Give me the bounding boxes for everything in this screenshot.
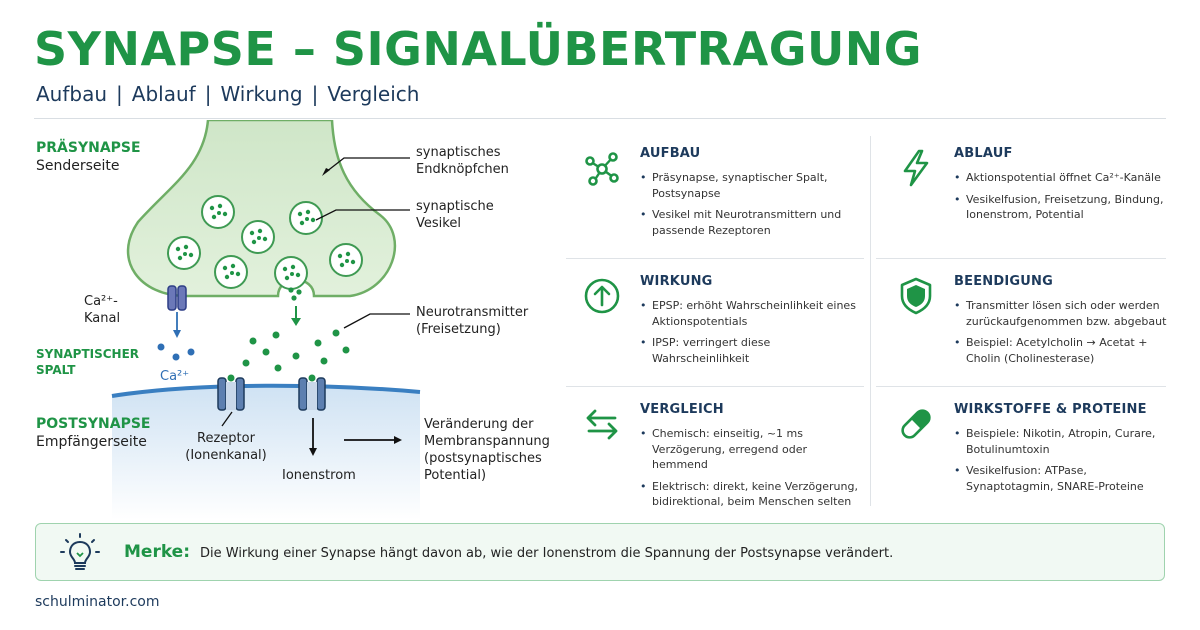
lightbulb-icon [60,533,100,570]
card-item: Vesikelfusion, Freisetzung, Bindung, Ion… [954,192,1172,223]
page-title: SYNAPSE – SIGNALÜBERTRAGUNG [34,22,923,76]
card-item: IPSP: verringert diese Wahrscheinlihkeit [640,335,858,366]
ca-ions [157,343,195,361]
merke-text: Die Wirkung einer Synapse hängt davon ab… [200,546,894,561]
card-item: Elektrisch: direkt, keine Verzögerung, b… [640,479,858,510]
ca-channel [167,285,187,311]
card-title: ABLAUF [954,146,1013,161]
neurotransmitters-in-cleft [242,329,350,372]
header-divider [34,118,1166,119]
ca-channel-label: Ca²⁺-Kanal [84,294,121,326]
synapse-illustration [111,118,421,520]
card-title: WIRKUNG [640,274,713,289]
card-item: Chemisch: einseitig, ~1 ms Verzögerung, … [640,426,858,473]
subtitle-ablauf: Ablauf [131,82,196,106]
subtitle-wirkung: Wirkung [220,82,303,106]
card-item: EPSP: erhöht Wahrscheinlihkeit eines Akt… [640,298,858,329]
subtitle-aufbau: Aufbau [36,82,108,106]
card-item: Vesikel mit Neurotransmittern und passen… [640,207,858,238]
grid-divider [566,258,864,259]
card-title: VERGLEICH [640,402,724,417]
card-item: Beispiel: Acetylcholin → Acetat + Cholin… [954,335,1172,366]
shield-icon [900,277,932,315]
grid-divider [876,386,1166,387]
ion-current-label: Ionenstrom [282,468,356,483]
postsynaptic-cell [112,385,420,520]
merke-box: Merke: Die Wirkung einer Synapse hängt d… [35,523,1165,581]
card-aufbau: AUFBAU Präsynapse, synaptischer Spalt, P… [566,134,866,256]
card-title: BEENDIGUNG [954,274,1053,289]
page-subtitle: Aufbau | Ablauf | Wirkung | Vergleich [36,82,419,106]
postsynapse-subtitle: Empfängerseite [36,434,147,450]
vesicle-contents [175,203,356,281]
ca-ion-label: Ca²⁺ [160,369,190,384]
card-item: Transmitter lösen sich oder werden zurüc… [954,298,1172,329]
molecule-icon [585,152,619,186]
card-vergleich: VERGLEICH Chemisch: einseitig, ~1 ms Ver… [566,390,866,512]
postsynaptic-membrane [111,383,421,398]
grid-divider [870,136,871,506]
subtitle-separator: | [116,82,123,106]
card-title: WIRKSTOFFE & PROTEINE [954,402,1147,417]
card-ablauf: ABLAUF Aktionspotential öffnet Ca²⁺-Kanä… [880,134,1180,256]
presynapse-title: PRÄSYNAPSE [36,140,141,156]
swap-arrows-icon [586,409,618,440]
grid-divider [566,386,864,387]
card-item: Vesikelfusion: ATPase, Synaptotagmin, SN… [954,463,1172,494]
pill-icon [901,409,931,439]
fusing-vesicle-transmitters [288,287,302,301]
subtitle-separator: | [204,82,212,106]
info-cards: AUFBAU Präsynapse, synaptischer Spalt, P… [566,134,1166,508]
card-beendigung: BEENDIGUNG Transmitter lösen sich oder w… [880,262,1180,384]
subtitle-vergleich: Vergleich [327,82,420,106]
grid-divider [876,258,1166,259]
receptor-label: Rezeptor(Ionenkanal) [185,431,267,463]
neurotransmitter-label: Neurotransmitter(Freisetzung) [416,305,529,337]
merke-label: Merke: [124,542,191,562]
card-title: AUFBAU [640,146,701,161]
card-wirkstoffe: WIRKSTOFFE & PROTEINE Beispiele: Nikotin… [880,390,1180,512]
lightning-icon [903,149,929,187]
subtitle-separator: | [311,82,319,106]
postsynapse-title: POSTSYNAPSE [36,416,151,432]
card-item: Beispiele: Nikotin, Atropin, Curare, Bot… [954,426,1172,457]
card-item: Aktionspotential öffnet Ca²⁺-Kanäle [954,170,1172,186]
arrow-up-circle-icon [584,278,620,314]
card-wirkung: WIRKUNG EPSP: erhöht Wahrscheinlihkeit e… [566,262,866,384]
card-item: Präsynapse, synaptischer Spalt, Postsyna… [640,170,858,201]
leader-lines [221,157,410,427]
receptor-left [217,374,245,411]
presynapse-subtitle: Senderseite [36,158,120,174]
footer-url[interactable]: schulminator.com [35,594,160,610]
receptor-right [298,374,326,411]
